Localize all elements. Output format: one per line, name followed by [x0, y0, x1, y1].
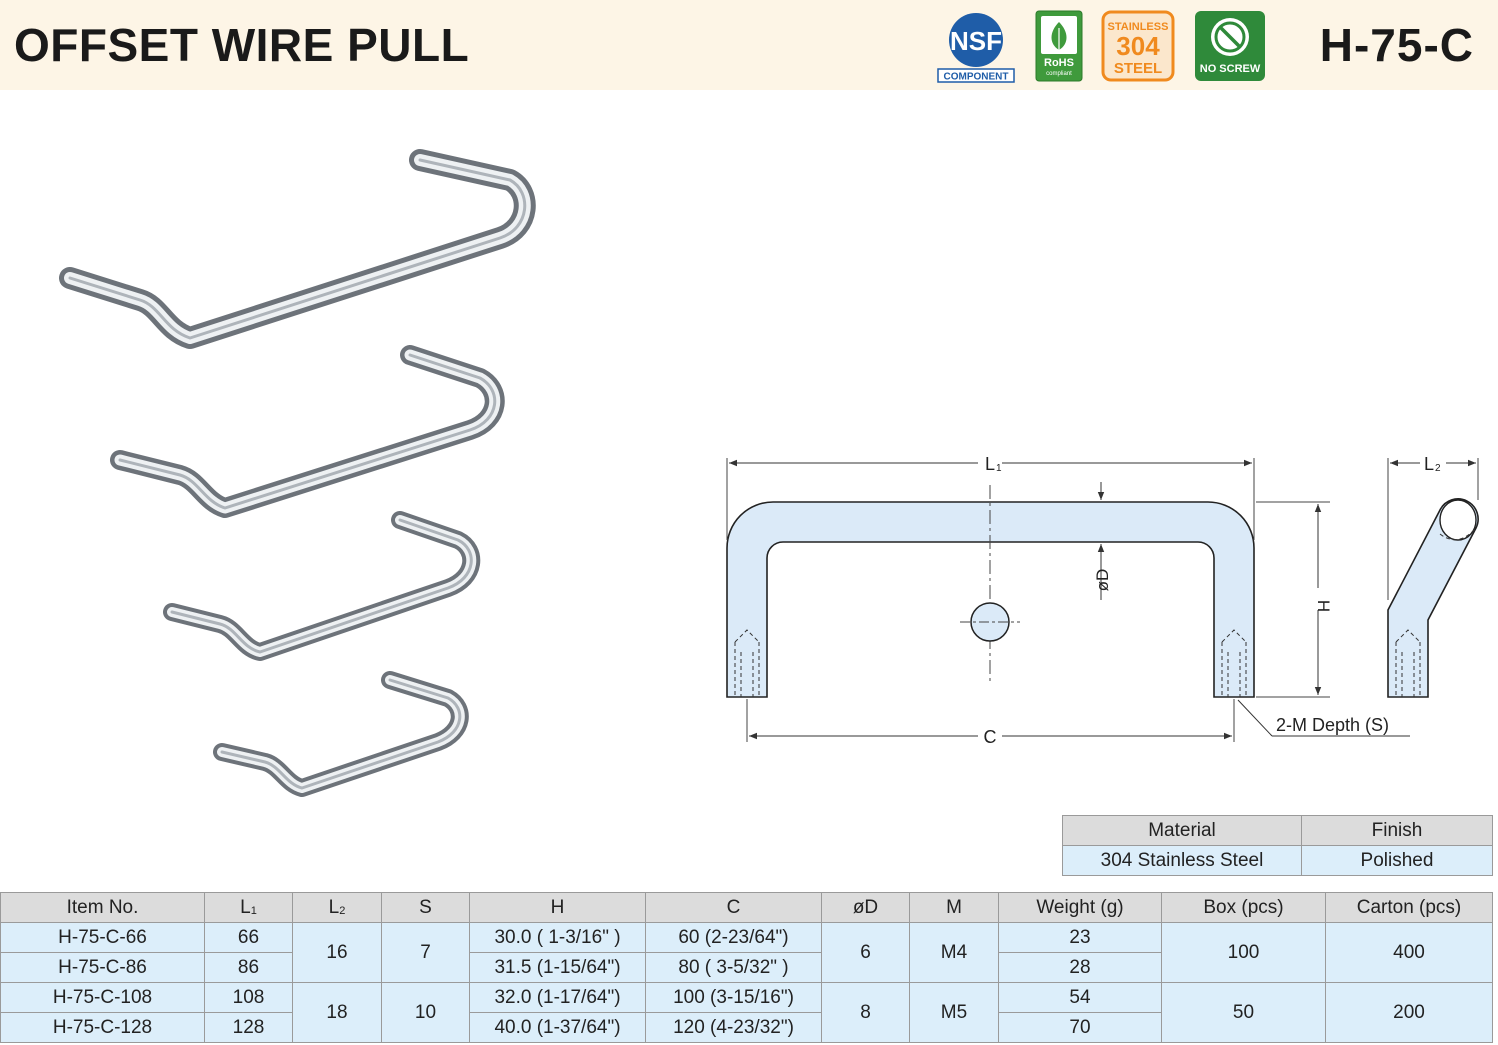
- product-code: H-75-C: [1319, 19, 1474, 71]
- cell-c: 80 ( 3-5/32" ): [645, 952, 822, 983]
- thread-hole-left: [734, 629, 760, 697]
- material-table: Material Finish 304 Stainless Steel Poli…: [1062, 815, 1493, 876]
- header-bar: OFFSET WIRE PULL NSF COMPONENT RoHS comp…: [0, 0, 1498, 90]
- cell-l1: 86: [204, 952, 293, 983]
- col-weight: Weight (g): [998, 892, 1162, 923]
- cell-item: H-75-C-108: [0, 982, 205, 1013]
- dimension-l1-label: L: [985, 454, 995, 474]
- table-row: H-75-C-86 86 31.5 (1-15/64") 80 ( 3-5/32…: [0, 952, 1493, 983]
- stainless-badge-bottom: STEEL: [1114, 60, 1162, 77]
- cell-weight: 28: [998, 952, 1162, 983]
- dimension-l2-label: L: [1424, 454, 1434, 474]
- cell-od: 8: [821, 982, 910, 1043]
- cell-item: H-75-C-128: [0, 1012, 205, 1043]
- wire-pull-photo-medium-large: [110, 345, 505, 518]
- col-s: S: [381, 892, 470, 923]
- wire-pull-photo-medium: [163, 511, 481, 661]
- col-item-no: Item No.: [0, 892, 205, 923]
- cell-carton: 400: [1325, 922, 1493, 983]
- cell-l1: 108: [204, 982, 293, 1013]
- material-header: Material: [1062, 815, 1302, 846]
- table-row: H-75-C-108 108 18 10 32.0 (1-17/64") 100…: [0, 982, 1493, 1043]
- nsf-badge-subtext: COMPONENT: [944, 72, 1009, 83]
- cell-weight: 23: [998, 922, 1162, 953]
- spec-header-row: Item No. L1 L2 S H C øD M Weight (g) Box…: [0, 892, 1493, 923]
- no-screw-icon: NO SCREW: [1195, 11, 1265, 81]
- technical-drawing: L 1 øD H C 2-M Depth (S) L 2: [726, 452, 1479, 747]
- cell-carton: 200: [1325, 982, 1493, 1043]
- cell-s: 10: [381, 982, 470, 1043]
- table-row: H-75-C-128 128 40.0 (1-37/64") 120 (4-23…: [0, 1012, 1493, 1043]
- finish-header: Finish: [1301, 815, 1493, 846]
- cell-m: M4: [909, 922, 999, 983]
- rohs-badge-text: RoHS: [1044, 57, 1074, 69]
- rohs-compliant-icon: RoHS compliant: [1035, 10, 1083, 82]
- col-l1: L1: [204, 892, 293, 923]
- thread-hole-side: [1395, 629, 1421, 697]
- col-m: M: [909, 892, 999, 923]
- cell-l2: 16: [292, 922, 382, 983]
- col-od: øD: [821, 892, 910, 923]
- wire-pull-photo-large: [59, 149, 536, 349]
- product-photos: [59, 149, 536, 797]
- cell-box: 50: [1161, 982, 1326, 1043]
- specification-table: Item No. L1 L2 S H C øD M Weight (g) Box…: [0, 892, 1493, 1043]
- cell-item: H-75-C-66: [0, 922, 205, 953]
- cell-weight: 70: [998, 1012, 1162, 1043]
- stainless-badge-top: STAINLESS: [1108, 21, 1169, 33]
- thread-hole-right: [1221, 629, 1247, 697]
- col-c: C: [645, 892, 822, 923]
- wire-section-circle: [970, 602, 1010, 642]
- dimension-l2-subscript: 2: [1435, 463, 1441, 474]
- cell-h: 31.5 (1-15/64"): [469, 952, 646, 983]
- stainless-badge-number: 304: [1116, 31, 1160, 61]
- nsf-certification-icon: NSF COMPONENT: [937, 13, 1015, 83]
- col-box: Box (pcs): [1161, 892, 1326, 923]
- thread-depth-label: 2-M Depth (S): [1276, 715, 1389, 735]
- nsf-badge-text: NSF: [950, 26, 1002, 56]
- cell-item: H-75-C-86: [0, 952, 205, 983]
- cell-h: 40.0 (1-37/64"): [469, 1012, 646, 1043]
- dimension-l1-subscript: 1: [996, 463, 1002, 474]
- cell-l1: 128: [204, 1012, 293, 1043]
- cell-l2: 18: [292, 982, 382, 1043]
- dimension-h-label: H: [1314, 600, 1333, 612]
- dimension-od-label: øD: [1093, 569, 1112, 592]
- cell-s: 7: [381, 922, 470, 983]
- cell-box: 100: [1161, 922, 1326, 983]
- cell-c: 120 (4-23/32"): [645, 1012, 822, 1043]
- cell-l1: 66: [204, 922, 293, 953]
- col-carton: Carton (pcs): [1325, 892, 1493, 923]
- col-l2: L2: [292, 892, 382, 923]
- page-title: OFFSET WIRE PULL: [14, 19, 470, 71]
- cell-h: 30.0 ( 1-3/16" ): [469, 922, 646, 953]
- pull-side-view-shape: [1387, 498, 1479, 698]
- cell-m: M5: [909, 982, 999, 1043]
- wire-pull-photo-small: [213, 671, 469, 797]
- stainless-304-steel-icon: STAINLESS 304 STEEL: [1101, 10, 1175, 82]
- rohs-badge-subtext: compliant: [1046, 71, 1072, 77]
- material-value: 304 Stainless Steel: [1062, 845, 1302, 876]
- dimension-c-label: C: [984, 727, 997, 747]
- no-screw-badge-text: NO SCREW: [1200, 63, 1261, 75]
- cell-c: 60 (2-23/64"): [645, 922, 822, 953]
- finish-value: Polished: [1301, 845, 1493, 876]
- table-row: H-75-C-66 66 16 7 30.0 ( 1-3/16" ) 60 (2…: [0, 922, 1493, 983]
- col-h: H: [469, 892, 646, 923]
- cell-c: 100 (3-15/16"): [645, 982, 822, 1013]
- cell-od: 6: [821, 922, 910, 983]
- cell-h: 32.0 (1-17/64"): [469, 982, 646, 1013]
- cell-weight: 54: [998, 982, 1162, 1013]
